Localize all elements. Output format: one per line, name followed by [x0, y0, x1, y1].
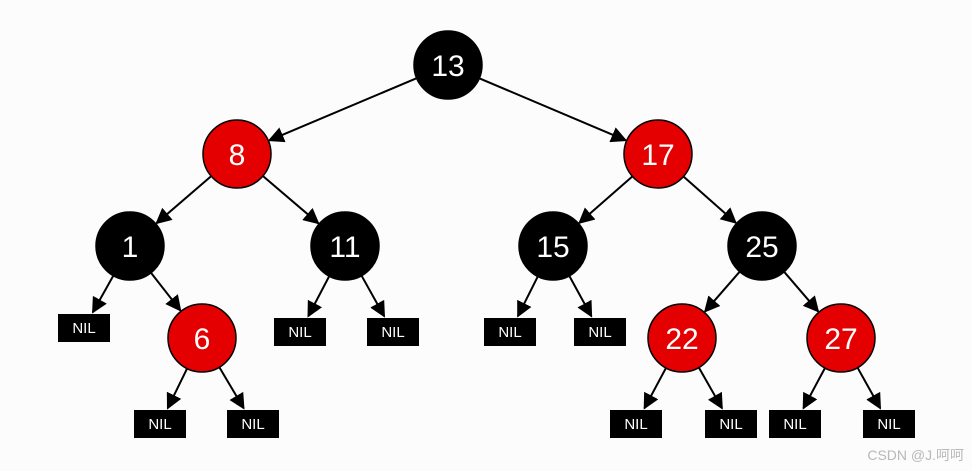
edge-arrow: [578, 175, 634, 224]
edge-arrow: [360, 275, 386, 318]
tree-node-15: 15: [518, 211, 588, 281]
nil-label: NIL: [241, 416, 264, 433]
node-circle-red: [806, 303, 876, 373]
nil-label: NIL: [588, 324, 611, 341]
nil-box: [769, 410, 821, 438]
nil-label: NIL: [719, 416, 742, 433]
tree-node-8: 8: [202, 119, 272, 189]
tree-node-27: 27: [806, 303, 876, 373]
node-circle-black: [518, 211, 588, 281]
edge-arrow: [783, 271, 820, 313]
nil-label: NIL: [72, 320, 95, 337]
node-key-label: 1: [122, 231, 139, 264]
edge-arrow: [166, 368, 188, 410]
nil-box: [227, 410, 279, 438]
edge-arrow: [856, 367, 882, 410]
node-key-label: 17: [641, 139, 674, 172]
nil-label: NIL: [624, 416, 647, 433]
nil-box: [705, 410, 757, 438]
edge-arrow: [267, 77, 418, 143]
node-key-label: 13: [431, 50, 464, 83]
tree-node-17: 17: [623, 119, 693, 189]
nil-box: [58, 314, 110, 342]
edge-arrow: [703, 271, 741, 313]
nil-box: [274, 318, 326, 346]
nil-leaf: NIL: [769, 410, 821, 438]
node-circle-black: [95, 211, 165, 281]
edge-arrow: [568, 275, 593, 318]
node-circle-red: [167, 303, 237, 373]
node-key-label: 8: [229, 139, 246, 172]
nil-leaf: NIL: [227, 410, 279, 438]
nil-box: [367, 318, 419, 346]
edge-arrow: [697, 367, 723, 410]
nil-box: [484, 318, 536, 346]
node-circle-black: [727, 211, 797, 281]
nil-label: NIL: [783, 416, 806, 433]
nil-leaf: NIL: [610, 410, 662, 438]
node-circle-red: [623, 119, 693, 189]
edge-arrow: [307, 275, 331, 318]
edge-arrow: [643, 367, 667, 410]
nil-box: [574, 318, 626, 346]
tree-node-13: 13: [413, 30, 483, 100]
edge-arrow: [150, 272, 182, 312]
nil-box: [610, 410, 662, 438]
node-circle-black: [310, 211, 380, 281]
nil-leaf: NIL: [367, 318, 419, 346]
node-key-label: 22: [665, 323, 698, 356]
edge-arrow: [682, 175, 737, 224]
watermark-text: CSDN @J.呵呵: [867, 447, 964, 463]
node-key-label: 15: [536, 231, 569, 264]
nil-leaf: NIL: [484, 318, 536, 346]
tree-node-1: 1: [95, 211, 165, 281]
edge-arrow: [218, 366, 245, 410]
nil-box: [134, 410, 186, 438]
node-key-label: 25: [745, 231, 778, 264]
node-key-label: 6: [194, 323, 211, 356]
nil-leaf: NIL: [58, 314, 110, 342]
nil-label: NIL: [148, 416, 171, 433]
edges: [91, 77, 882, 410]
node-circle-black: [413, 30, 483, 100]
nil-label: NIL: [381, 324, 404, 341]
edge-arrow: [516, 275, 539, 318]
nil-leaf: NIL: [274, 318, 326, 346]
node-circle-red: [647, 303, 717, 373]
edge-arrow: [262, 175, 320, 225]
edge-arrow: [802, 367, 826, 410]
node-circle-red: [202, 119, 272, 189]
tree-node-11: 11: [310, 211, 380, 281]
nil-leaf: NIL: [705, 410, 757, 438]
nil-box: [863, 410, 915, 438]
edge-arrow: [155, 175, 212, 225]
nil-label: NIL: [498, 324, 521, 341]
tree-node-6: 6: [167, 303, 237, 373]
nil-leaf: NIL: [863, 410, 915, 438]
node-key-label: 11: [329, 231, 360, 264]
edge-arrow: [478, 77, 628, 143]
edge-arrow: [91, 275, 115, 314]
nil-leaf: NIL: [574, 318, 626, 346]
nil-leaf: NIL: [134, 410, 186, 438]
tree-node-22: 22: [647, 303, 717, 373]
node-key-label: 27: [824, 323, 857, 356]
tree-node-25: 25: [727, 211, 797, 281]
nil-label: NIL: [877, 416, 900, 433]
nil-label: NIL: [288, 324, 311, 341]
